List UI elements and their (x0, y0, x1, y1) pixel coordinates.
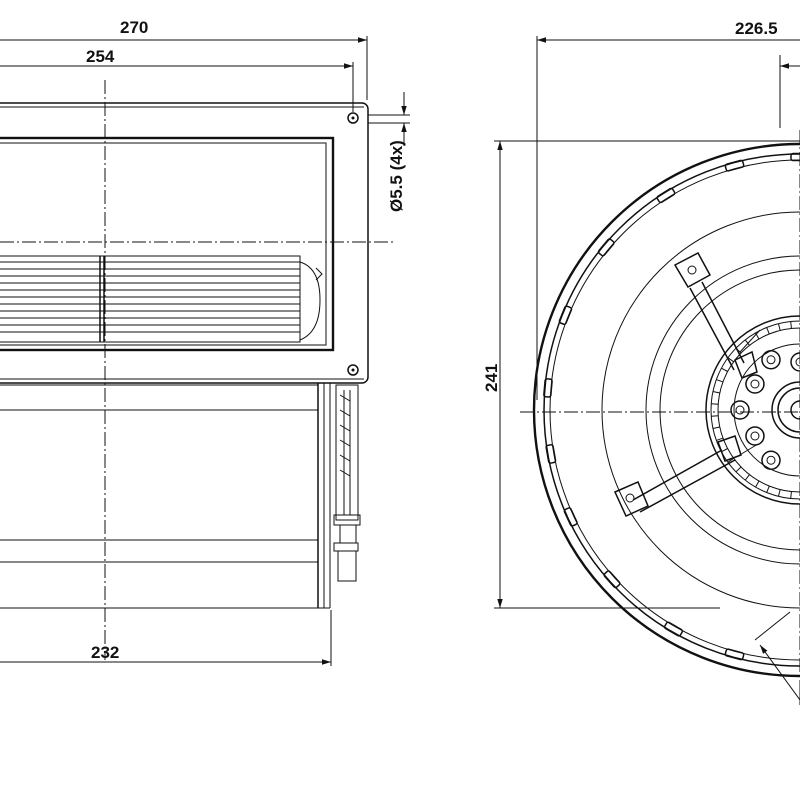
housing-clip (597, 238, 615, 257)
dimension-hole-label: Ø5.5 (4x) (387, 140, 406, 212)
dimension-housing-width: 232 (0, 610, 332, 666)
motor-bolt (761, 450, 781, 470)
dimension-side-height-label: 241 (482, 364, 501, 392)
motor-bolts (730, 350, 800, 470)
housing-clip (656, 187, 676, 204)
housing-clip (545, 444, 557, 464)
housing-clip (563, 507, 578, 527)
housing-clip (603, 570, 621, 589)
housing-clip (724, 648, 745, 661)
mounting-bracket-bottom (613, 435, 759, 517)
inlet-frame (0, 136, 335, 352)
motor-bolt-center (750, 431, 760, 441)
dimension-side-width: 226.5 (536, 19, 800, 400)
motor-side-detail (333, 384, 361, 582)
motor-bolt-center (766, 455, 776, 465)
fan-housing (0, 383, 331, 609)
motor-bolt-center (735, 405, 745, 415)
dimension-side-height: 241 (482, 140, 800, 609)
housing-clips (543, 152, 800, 661)
impeller-blades (0, 261, 300, 333)
motor-bolt (761, 350, 781, 370)
mounting-hole-top (347, 112, 359, 124)
housing-clip (543, 378, 553, 398)
housing-clip (663, 621, 684, 637)
housing-clip (790, 152, 800, 162)
front-view: 270 254 Ø5.5 (4x) (0, 18, 410, 666)
mounting-hole-bottom (347, 364, 359, 376)
outlet-dimension (754, 611, 800, 705)
dimension-hole: Ø5.5 (4x) (368, 92, 410, 212)
housing-clip (558, 305, 573, 326)
mounting-flange (0, 102, 369, 384)
dimension-overall-width: 270 (0, 18, 368, 100)
motor (705, 315, 800, 505)
motor-bolt-center (766, 355, 776, 365)
dimension-flange-width: 254 (0, 47, 354, 112)
dimension-flange-width-label: 254 (86, 47, 115, 66)
housing-clip (724, 159, 745, 172)
dimension-overall-width-label: 270 (120, 18, 148, 37)
motor-bolt (745, 426, 765, 446)
side-view: 226.5 241 (482, 19, 800, 705)
dimension-side-width-label: 226.5 (735, 19, 778, 38)
scroll-housing (532, 142, 800, 678)
mounting-bracket-top (673, 251, 761, 379)
motor-bolt (745, 374, 765, 394)
motor-bolt-center (795, 357, 800, 367)
dimension-housing-width-label: 232 (91, 643, 119, 662)
motor-bolt (790, 352, 800, 372)
motor-bolt (730, 400, 750, 420)
motor-bolt-center (750, 379, 760, 389)
